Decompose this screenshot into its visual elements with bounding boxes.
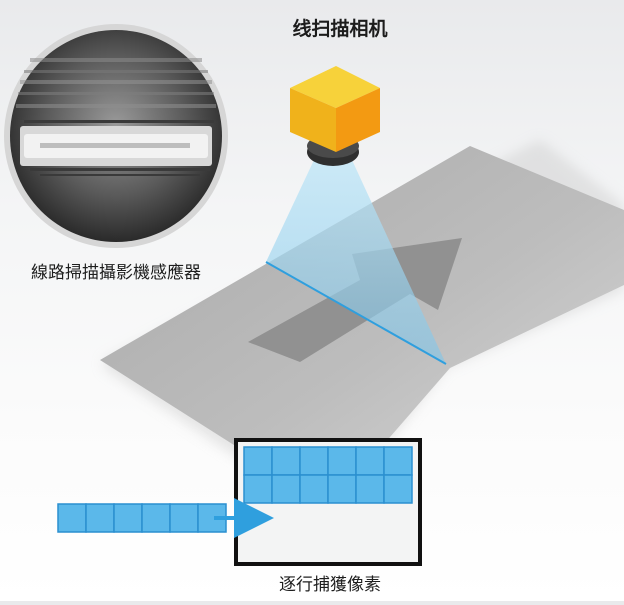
sensor-closeup-stripes <box>16 58 216 108</box>
captured-rows <box>243 446 413 504</box>
sensor-pins <box>24 120 214 176</box>
camera-side-face <box>336 88 380 152</box>
incoming-pixel-row <box>57 503 227 533</box>
diagram-title: 线扫描相机 <box>292 18 388 40</box>
sensor-closeup <box>4 24 228 248</box>
frame-buffer <box>234 438 422 566</box>
camera-top-face <box>290 66 380 108</box>
camera-icon <box>290 66 380 166</box>
sensor-label: 線路掃描攝影機感應器 <box>31 263 201 283</box>
camera-front-face <box>290 88 336 152</box>
scan-surface <box>100 140 624 520</box>
scan-surface-plane <box>100 146 624 506</box>
sensor-pixel-line <box>40 143 190 148</box>
camera-beam <box>265 160 447 365</box>
scan-line <box>265 261 447 365</box>
frame-caption: 逐行捕獲像素 <box>279 575 381 595</box>
